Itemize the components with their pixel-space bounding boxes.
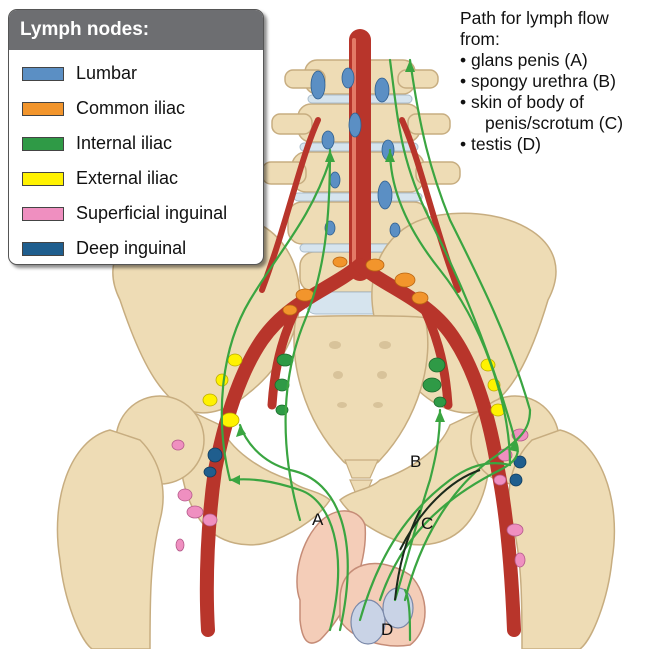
legend-label-internal-iliac: Internal iliac	[76, 133, 172, 154]
caption-item-spongy-urethra: • spongy urethra (B)	[460, 71, 666, 92]
path-label-b: B	[410, 452, 421, 472]
legend-label-common-iliac: Common iliac	[76, 98, 185, 119]
caption-heading-line-2: from:	[460, 29, 666, 50]
lymph-nodes-legend: Lymph nodes: Lumbar Common iliac Interna…	[8, 9, 264, 265]
testis-left	[351, 600, 385, 644]
caption-item-text: • spongy urethra (B)	[460, 71, 616, 91]
caption-heading-line-1: Path for lymph flow	[460, 8, 666, 29]
legend-title: Lymph nodes:	[9, 10, 263, 50]
legend-item-common-iliac: Common iliac	[9, 91, 263, 126]
legend-swatch-internal-iliac	[22, 137, 64, 151]
legend-label-superficial-inguinal: Superficial inguinal	[76, 203, 227, 224]
caption-list: • glans penis (A) • spongy urethra (B) •…	[460, 50, 666, 155]
legend-swatch-superficial-inguinal	[22, 207, 64, 221]
legend-swatch-common-iliac	[22, 102, 64, 116]
sacrum	[294, 316, 428, 468]
caption-item-glans-penis: • glans penis (A)	[460, 50, 666, 71]
caption-item-text: • testis (D)	[460, 134, 541, 154]
legend-item-internal-iliac: Internal iliac	[9, 126, 263, 161]
legend-swatch-external-iliac	[22, 172, 64, 186]
legend-item-deep-inguinal: Deep inguinal	[9, 231, 263, 265]
legend-swatch-lumbar	[22, 67, 64, 81]
legend-list: Lumbar Common iliac Internal iliac Exter…	[9, 50, 263, 265]
path-label-c: C	[421, 514, 433, 534]
left-femur-shaft	[57, 430, 163, 649]
legend-label-deep-inguinal: Deep inguinal	[76, 238, 186, 259]
caption-item-testis: • testis (D)	[460, 134, 666, 155]
lymph-flow-caption: Path for lymph flow from: • glans penis …	[460, 8, 666, 155]
caption-item-text: • glans penis (A)	[460, 50, 588, 70]
caption-item-skin-body-penis: • skin of body of penis/scrotum (C)	[460, 92, 666, 134]
legend-item-lumbar: Lumbar	[9, 56, 263, 91]
caption-item-continuation: penis/scrotum (C)	[460, 113, 666, 134]
legend-swatch-deep-inguinal	[22, 242, 64, 256]
path-label-a: A	[312, 510, 323, 530]
path-label-d: D	[381, 620, 393, 640]
legend-label-external-iliac: External iliac	[76, 168, 178, 189]
legend-item-external-iliac: External iliac	[9, 161, 263, 196]
legend-item-superficial-inguinal: Superficial inguinal	[9, 196, 263, 231]
caption-item-text: • skin of body of	[460, 92, 584, 112]
legend-label-lumbar: Lumbar	[76, 63, 137, 84]
